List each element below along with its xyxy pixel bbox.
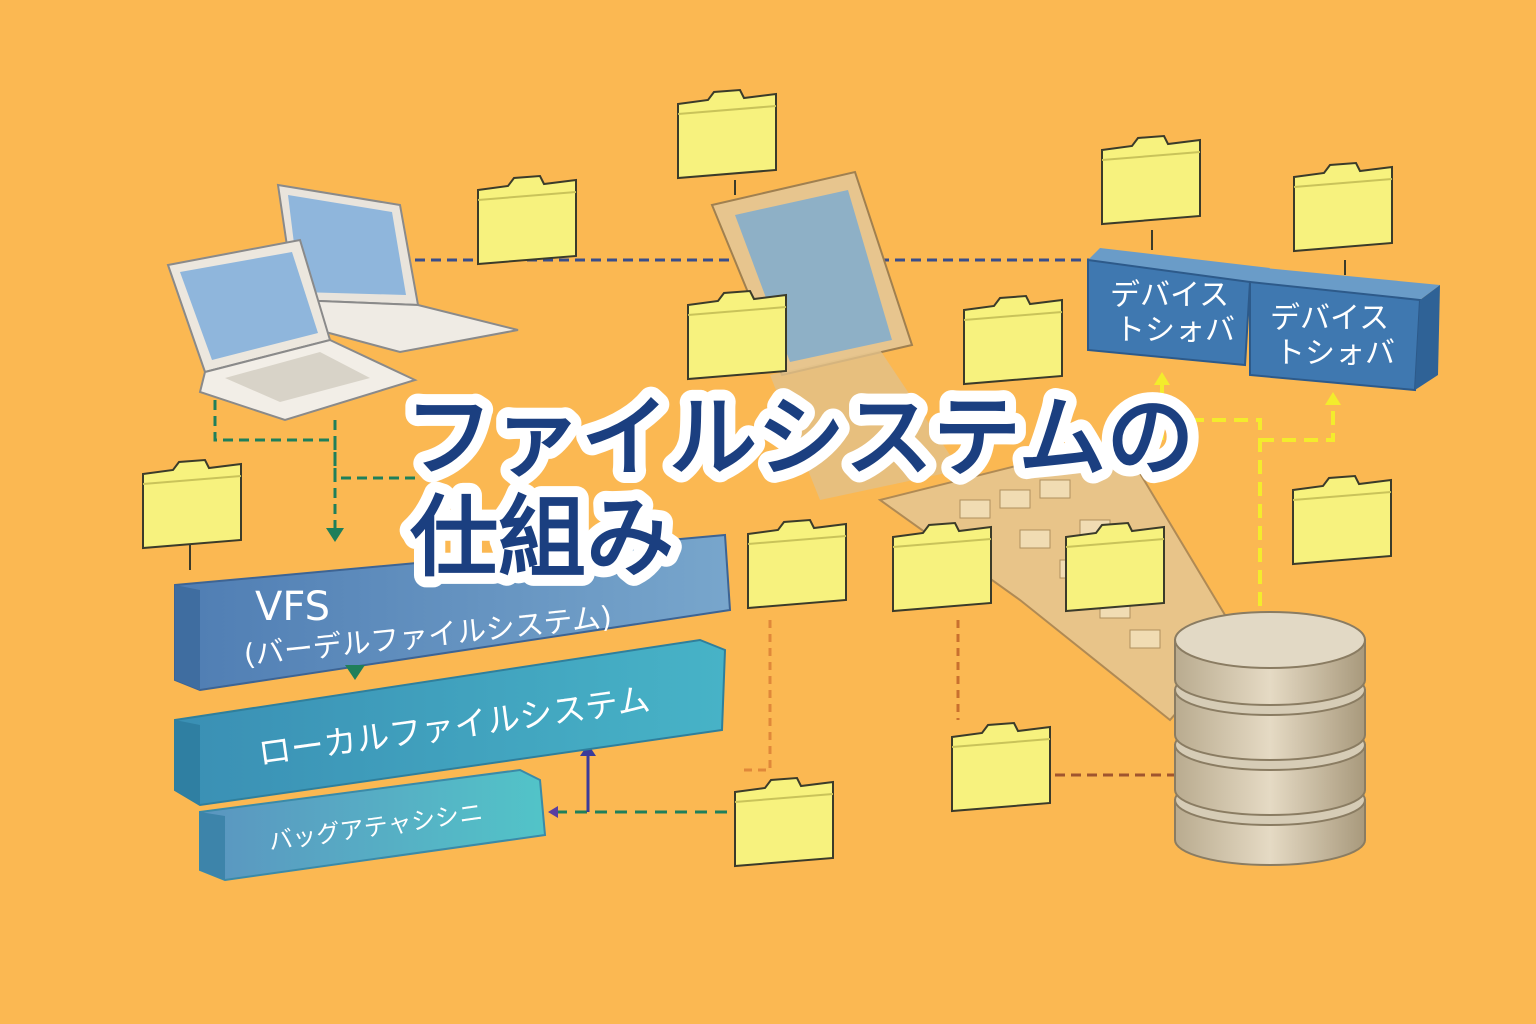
folder-icon	[1293, 162, 1393, 252]
folder-icon	[142, 459, 242, 549]
arrow-down-icon	[326, 528, 344, 542]
laptop-front-icon	[166, 238, 418, 422]
vfs-label: VFS	[255, 584, 330, 630]
folder-icon	[477, 175, 577, 265]
database-icon	[1174, 611, 1366, 866]
device-driver-box-1: デバイス トシォバ	[1087, 248, 1270, 367]
device-label-line2: トシォバ	[1275, 336, 1395, 371]
folder-icon	[963, 295, 1063, 385]
device-driver-box-2: デバイス トシォバ	[1249, 268, 1440, 392]
folder-icon	[1292, 475, 1392, 565]
arrow-down-icon	[345, 665, 365, 680]
folder-icon	[1065, 522, 1165, 612]
device-label-line1: デバイス	[1110, 278, 1229, 313]
arrow-up-icon	[1154, 372, 1170, 385]
folder-icon	[734, 777, 834, 867]
folder-icon	[677, 89, 777, 179]
title-line1: ファイルシステムの	[405, 386, 1194, 489]
folder-icon	[1101, 135, 1201, 225]
device-label-line2: トシォバ	[1115, 313, 1235, 348]
folder-icon	[951, 722, 1051, 812]
folder-icon	[892, 522, 992, 612]
arrow-left-icon	[548, 806, 558, 818]
laptop-back-icon	[276, 183, 519, 354]
folder-icon	[687, 290, 787, 380]
folder-icon	[747, 519, 847, 609]
title-line2: 仕組み	[410, 486, 674, 589]
arrow-up-icon	[1325, 392, 1341, 405]
bottom-layer-block: バッグアテャシシニ	[199, 768, 547, 882]
device-label-line1: デバイス	[1270, 301, 1389, 336]
